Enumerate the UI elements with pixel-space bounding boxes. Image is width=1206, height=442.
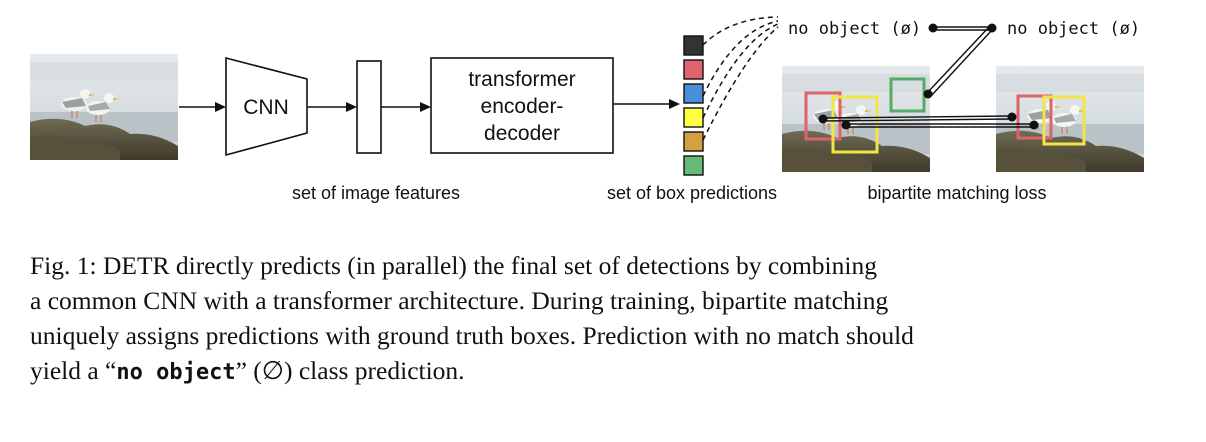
ground-truth-box-yellow [1042, 95, 1086, 146]
prediction-slot-6 [683, 155, 704, 176]
caption-line-4: yield a “no object” (∅) class prediction… [30, 353, 1180, 390]
cnn-block: CNN [225, 56, 308, 157]
arrow-cnn-to-features [307, 102, 357, 112]
box-predictions [683, 35, 704, 176]
caption-line-1: Fig. 1: DETR directly predicts (in paral… [30, 251, 877, 280]
transformer-label-line1: transformer [468, 68, 575, 91]
prediction-slot-4 [683, 107, 704, 128]
caption-line-2: a common CNN with a transformer architec… [30, 286, 889, 315]
ground-truth-box-red [1016, 94, 1053, 140]
matching-loss-label: bipartite matching loss [867, 183, 1046, 203]
caption-line-3: uniquely assigns predictions with ground… [30, 321, 914, 350]
prediction-slot-3 [683, 83, 704, 104]
arrow-transformer-to-predictions [613, 99, 680, 109]
input-image [29, 53, 179, 161]
arrow-image-to-cnn [179, 102, 226, 112]
arrow-features-to-transformer [381, 102, 431, 112]
no-object-label-right: no object (ø) [1007, 19, 1140, 39]
image-features-block [356, 60, 382, 154]
transformer-block: transformer encoder- decoder [430, 57, 614, 154]
no-object-dashed-links [702, 16, 779, 141]
caption-line-4-pre: yield a “ [30, 356, 117, 385]
prediction-slot-1 [683, 35, 704, 56]
features-label: set of image features [292, 183, 460, 203]
transformer-label-line3: decoder [484, 122, 560, 145]
matching-endpoints [818, 23, 1039, 130]
prediction-image [781, 65, 931, 173]
cnn-label: CNN [243, 96, 289, 119]
no-object-label-left: no object (ø) [788, 19, 921, 39]
figure-caption: Fig. 1: DETR directly predicts (in paral… [30, 248, 1180, 390]
predictions-label: set of box predictions [607, 183, 777, 203]
caption-no-object-mono: no object [116, 360, 236, 385]
bipartite-matching-lines [822, 26, 1033, 128]
caption-line-4-post: ” (∅) class prediction. [235, 356, 465, 385]
prediction-slot-5 [683, 131, 704, 152]
transformer-label-line2: encoder- [481, 95, 564, 118]
ground-truth-boxes [1016, 94, 1086, 146]
prediction-slot-2 [683, 59, 704, 80]
predicted-box-red [804, 91, 842, 141]
